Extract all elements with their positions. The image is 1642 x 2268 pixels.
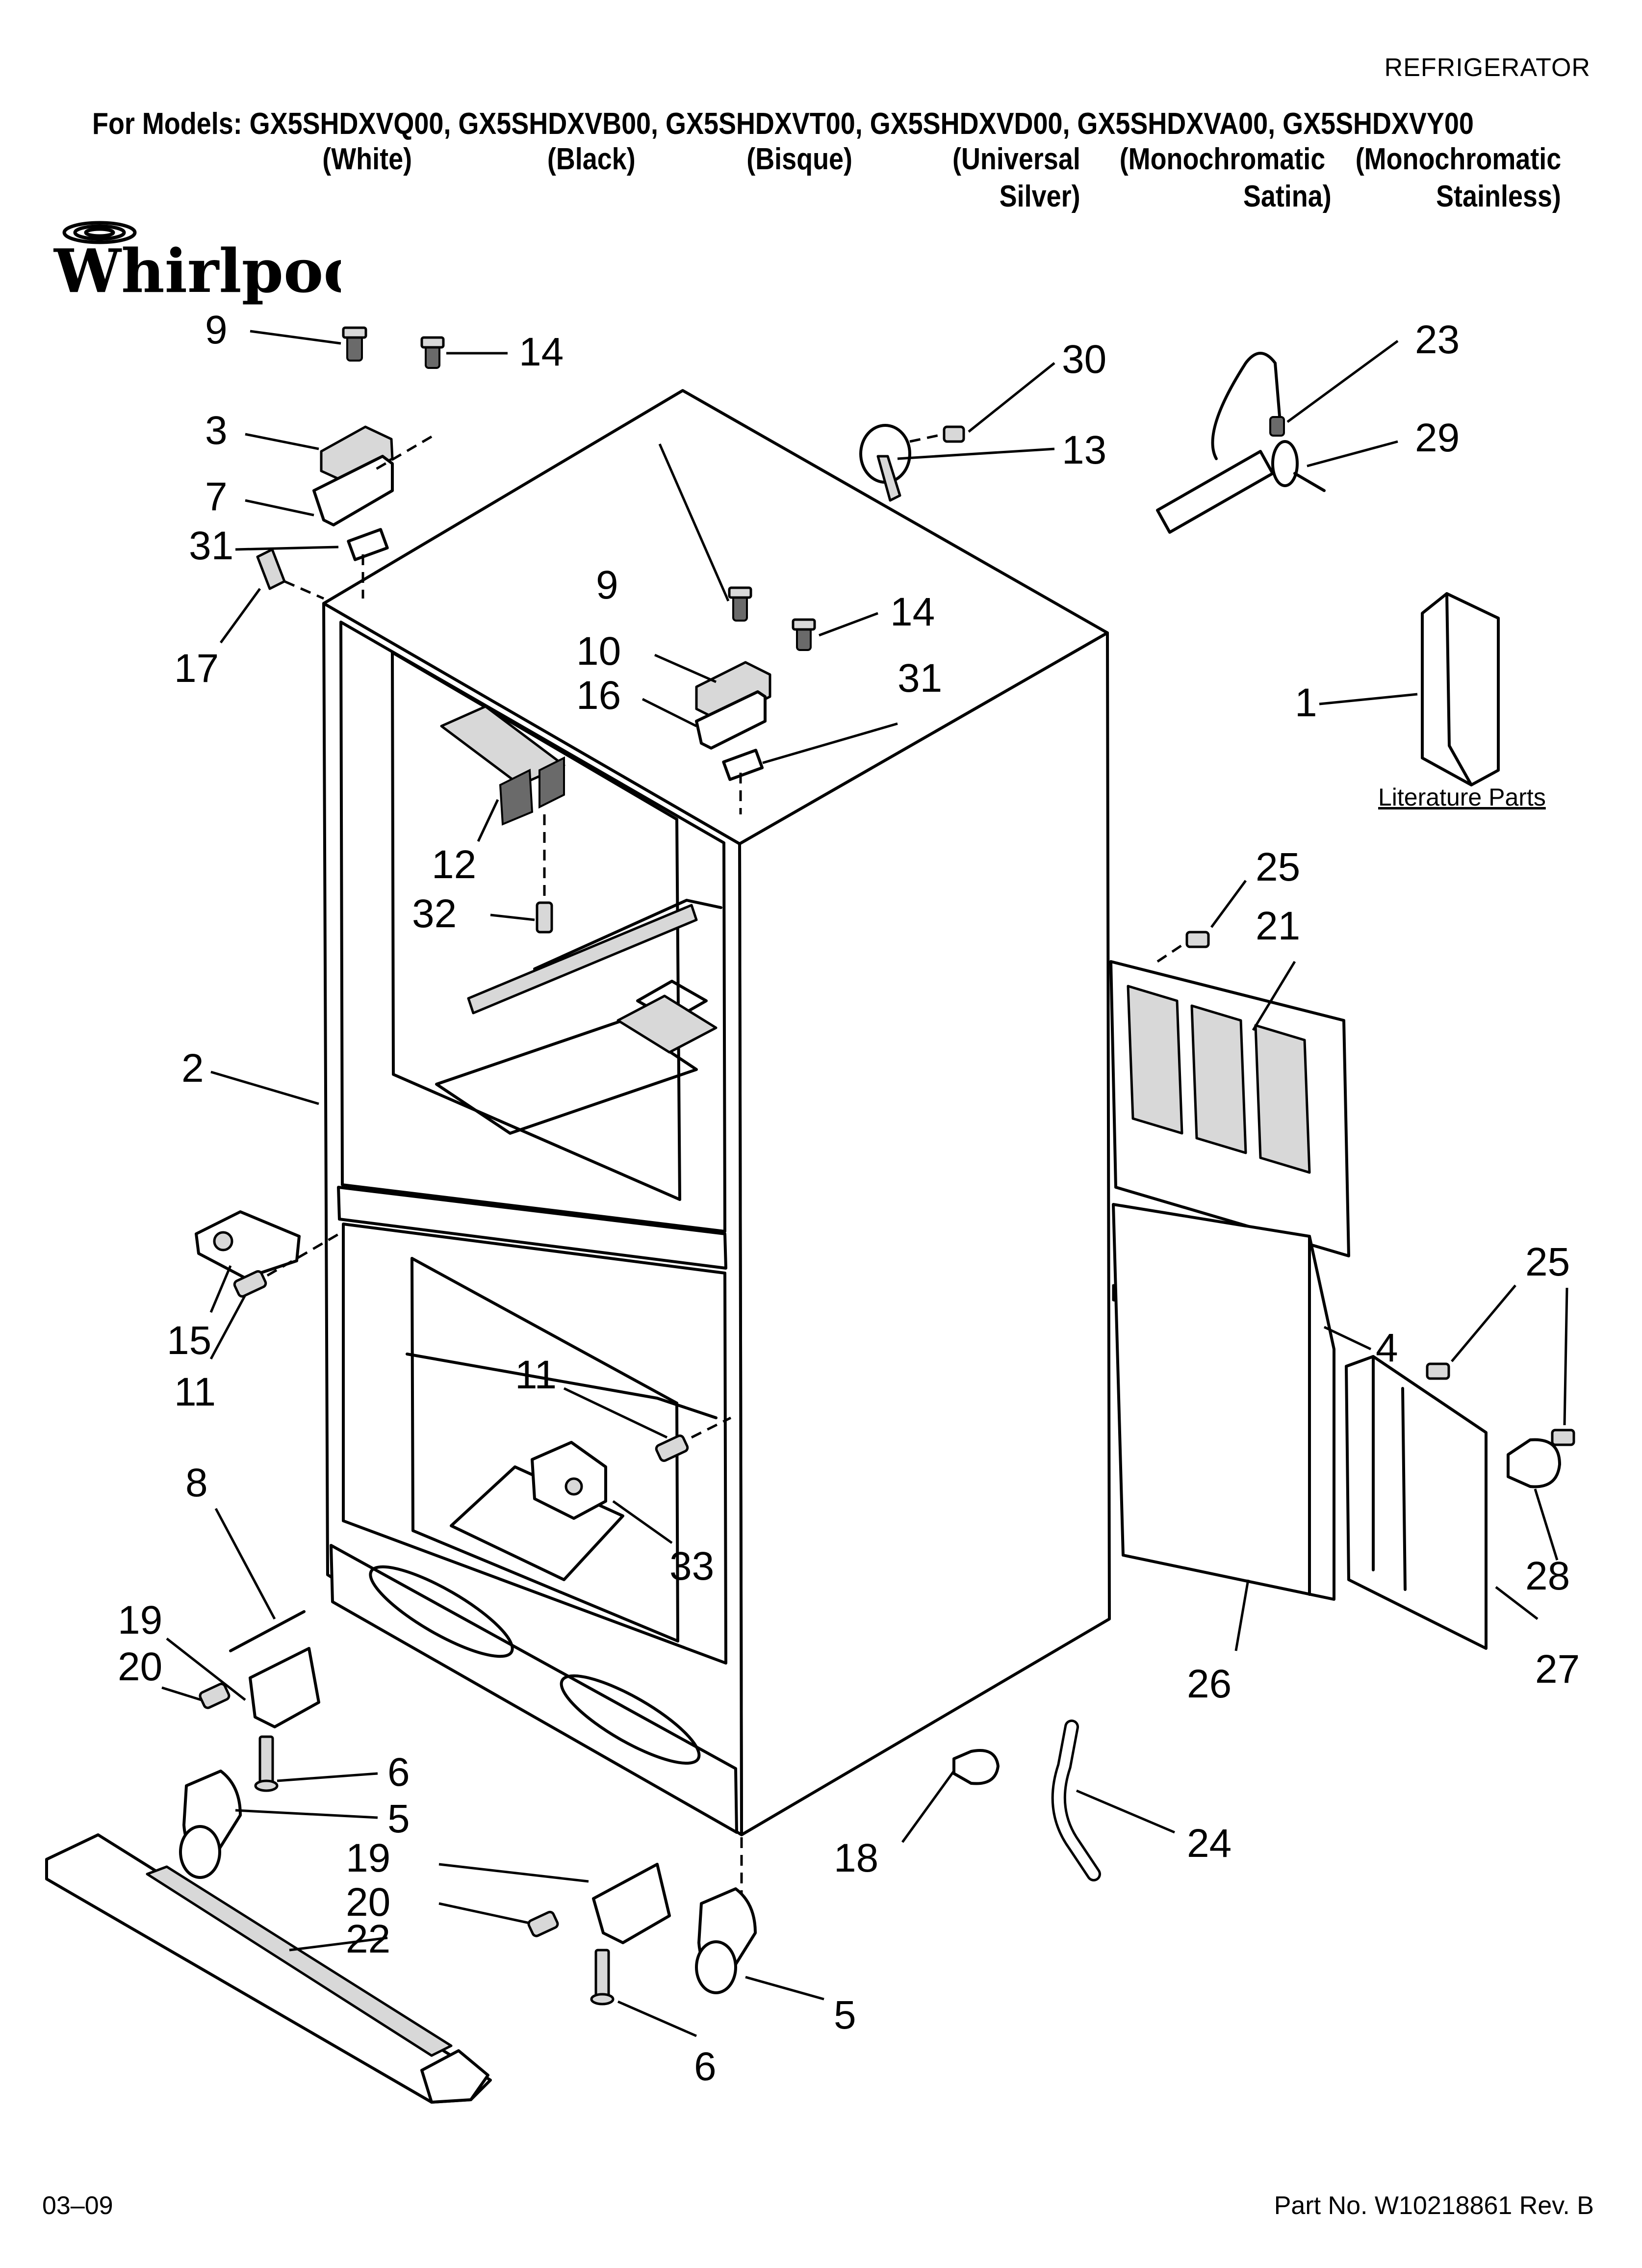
- callout-20: 20: [118, 1644, 162, 1689]
- rear-access-panel: [1109, 931, 1350, 1257]
- part-12-bracket: [440, 705, 565, 934]
- callout-11: 11: [174, 1370, 216, 1414]
- callout-4: 4: [1376, 1326, 1398, 1370]
- callout-9: 9: [205, 308, 228, 352]
- callout-13: 13: [1062, 428, 1106, 472]
- callout-15: 15: [167, 1318, 211, 1363]
- cabinet: [322, 389, 1111, 1899]
- callout-21: 21: [1256, 904, 1300, 948]
- callout-31-center: 31: [898, 656, 942, 701]
- svg-text:Whirlpool: Whirlpool: [53, 235, 341, 306]
- middle-hinge-center: [531, 1416, 732, 1520]
- callout-31: 31: [189, 523, 233, 568]
- callout-10: 10: [576, 629, 621, 674]
- callout-24: 24: [1187, 1821, 1232, 1866]
- literature-parts-label: Literature Parts: [1378, 783, 1546, 811]
- callout-12: 12: [432, 842, 476, 887]
- callout-25-right: 25: [1525, 1240, 1570, 1284]
- callout-14-center: 14: [890, 590, 935, 634]
- callout-8: 8: [185, 1460, 208, 1505]
- callout-9-center: 9: [596, 563, 618, 607]
- callout-18: 18: [834, 1836, 878, 1880]
- callout-2: 2: [181, 1046, 204, 1091]
- color-label-monochromatic-2: (Monochromatic: [1355, 142, 1561, 176]
- document-type-label: REFRIGERATOR: [1384, 53, 1591, 82]
- middle-hinge-left: [195, 1210, 344, 1298]
- whirlpool-logo: Whirlpool: [53, 221, 341, 306]
- color-label-white: (White): [322, 142, 412, 176]
- top-hinge-center: [695, 586, 816, 814]
- color-label-monochromatic-1: (Monochromatic: [1119, 142, 1325, 176]
- base-panel: [1112, 1203, 1335, 1601]
- leader-lines: [161, 330, 1568, 2037]
- callout-17: 17: [174, 646, 219, 691]
- literature-booklet: [1421, 592, 1500, 786]
- models-line: For Models: GX5SHDXVQ00, GX5SHDXVB00, GX…: [92, 107, 1474, 141]
- callout-20-center: 20: [346, 1880, 390, 1925]
- footer-date: 03–09: [42, 2191, 113, 2220]
- callout-5-center: 5: [834, 1993, 856, 2037]
- clip-18: [952, 1749, 1000, 1785]
- callout-6-center: 6: [694, 2044, 717, 2089]
- part-13-hinge-pin: [859, 424, 965, 502]
- color-label-black: (Black): [547, 142, 636, 176]
- roller-assembly-center: [527, 1863, 757, 2006]
- callout-5: 5: [387, 1797, 410, 1841]
- callout-19: 19: [118, 1598, 162, 1642]
- part-23-tube: [1156, 352, 1326, 534]
- roller-assembly-left: [179, 1610, 320, 1879]
- callout-23: 23: [1415, 317, 1460, 362]
- callout-11-center: 11: [515, 1353, 557, 1397]
- callout-numbers: 9 14 3 7 31 17 30 13 23 29 9 10 14 16 31…: [118, 308, 1580, 2089]
- callout-30: 30: [1062, 337, 1106, 382]
- callout-6: 6: [387, 1750, 410, 1795]
- callout-26: 26: [1187, 1662, 1232, 1706]
- color-label-stainless: Stainless): [1436, 180, 1561, 213]
- callout-1: 1: [1295, 680, 1317, 725]
- callout-14: 14: [519, 330, 564, 374]
- callout-29: 29: [1415, 416, 1460, 460]
- color-label-universal: (Universal: [952, 142, 1080, 176]
- callout-3: 3: [205, 408, 228, 453]
- callout-7: 7: [205, 474, 228, 519]
- color-label-bisque: (Bisque): [746, 142, 852, 176]
- drain-hose-24: [1051, 1720, 1101, 1881]
- callout-32: 32: [412, 891, 457, 936]
- toe-grille: [45, 1833, 492, 2104]
- callout-25: 25: [1256, 845, 1300, 889]
- callout-33: 33: [669, 1544, 714, 1589]
- callout-28: 28: [1525, 1554, 1570, 1598]
- side-bracket-27: [1345, 1355, 1575, 1650]
- callout-16: 16: [576, 673, 621, 718]
- callout-19-center: 19: [346, 1836, 390, 1880]
- top-hinge-left: [256, 326, 445, 600]
- callout-27: 27: [1535, 1647, 1580, 1692]
- footer-part-number: Part No. W10218861 Rev. B: [1274, 2191, 1594, 2220]
- color-label-silver: Silver): [1000, 180, 1080, 213]
- callout-22: 22: [346, 1917, 390, 1961]
- color-label-satina: Satina): [1243, 180, 1332, 213]
